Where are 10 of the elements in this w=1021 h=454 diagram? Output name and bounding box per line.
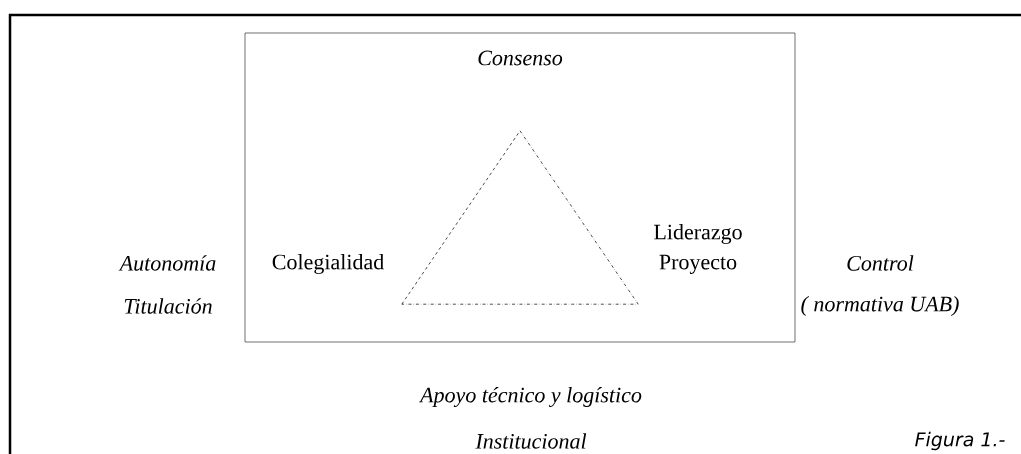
text-label: Titulación bbox=[124, 298, 212, 314]
text-label: Autonomía bbox=[118, 255, 216, 271]
text-label: Institucional bbox=[475, 433, 587, 449]
text-label: Figura 1.- bbox=[915, 431, 1005, 451]
text-label: Control bbox=[847, 255, 914, 271]
text-label: ( normativa UAB) bbox=[801, 296, 959, 316]
text-label: Liderazgo Proyecto bbox=[654, 224, 742, 274]
text-label: Apoyo técnico y logístico bbox=[418, 386, 642, 407]
text-label: Colegialidad bbox=[272, 254, 384, 274]
triangle bbox=[401, 130, 639, 305]
